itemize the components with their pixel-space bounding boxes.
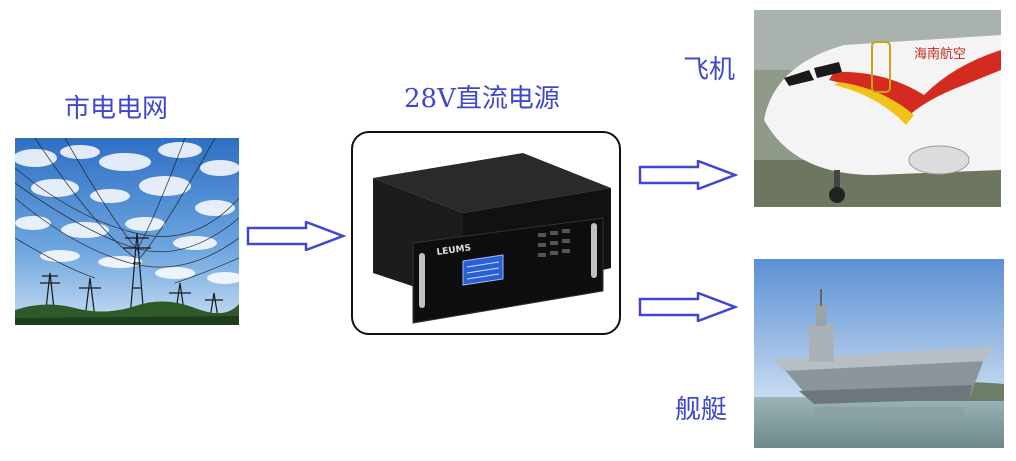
arrow-psu-to-ship xyxy=(638,292,738,322)
aircraft-illustration: 海南航空 xyxy=(754,10,1001,207)
grid-label: 市电电网 xyxy=(64,94,169,124)
aircraft-label: 飞机 xyxy=(683,55,736,85)
power-grid-illustration xyxy=(15,138,239,325)
arrow-psu-to-aircraft xyxy=(638,160,738,190)
power-supply-device-illustration: LEUMS xyxy=(373,153,611,324)
power-supply-label: 28V直流电源 xyxy=(404,84,560,114)
airline-livery-text: 海南航空 xyxy=(914,46,966,62)
power-grid-photo xyxy=(15,138,239,325)
ship-label: 舰艇 xyxy=(675,395,728,425)
ship-illustration xyxy=(754,259,1004,448)
aircraft-photo: 海南航空 xyxy=(754,10,1001,207)
power-supply-box: LEUMS xyxy=(351,131,621,335)
arrow-grid-to-psu xyxy=(246,221,346,251)
ship-photo xyxy=(754,259,1004,448)
device-brand: LEUMS xyxy=(436,243,472,258)
